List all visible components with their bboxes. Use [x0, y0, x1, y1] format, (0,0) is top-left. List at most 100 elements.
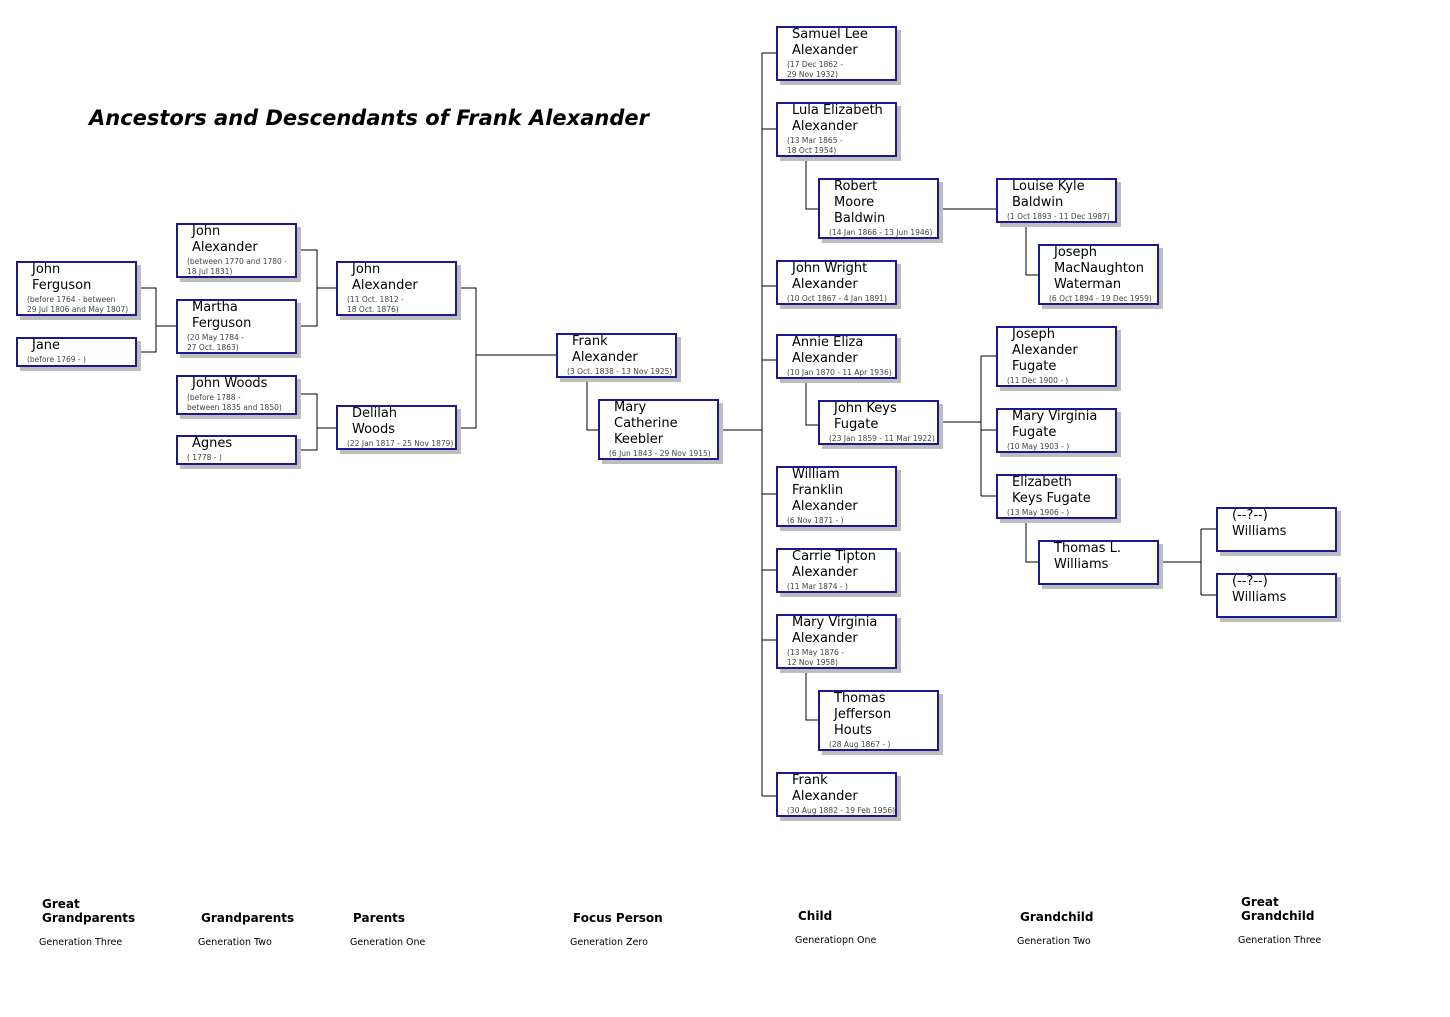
person-dates: (before 1788 - between 1835 and 1850) — [187, 393, 282, 412]
person-dates: (13 May 1876 - 12 Nov 1958) — [787, 648, 844, 667]
person-box-louise-kyle-baldwin[interactable]: Louise Kyle Baldwin (1 Oct 1893 - 11 Dec… — [996, 178, 1117, 223]
generation-label-great-grandparents: Great Grandparents — [42, 897, 136, 925]
person-box-john-alexander-parent[interactable]: John Alexander (11 Oct. 1812 - 18 Oct. 1… — [336, 261, 457, 316]
person-dates: (13 May 1906 - ) — [1007, 508, 1070, 517]
person-box-john-wright-alexander[interactable]: John Wright Alexander (10 Oct 1867 - 4 J… — [776, 260, 897, 305]
person-dates: (22 Jan 1817 - 25 Nov 1879) — [347, 439, 454, 448]
person-box-jane[interactable]: Jane (before 1769 - ) — [16, 337, 137, 367]
person-name: Joseph MacNaughton Waterman — [1054, 245, 1145, 292]
person-name: Agnes — [192, 436, 233, 451]
person-box-williams-2[interactable]: (--?--) Williams — [1216, 573, 1337, 618]
person-name: Robert Moore Baldwin — [834, 179, 886, 226]
generation-label-child: Child — [798, 909, 833, 923]
person-box-john-ferguson[interactable]: John Ferguson (before 1764 - between 29 … — [16, 261, 137, 316]
person-name: Frank Alexander — [572, 334, 638, 365]
person-name: (--?--) Williams — [1232, 508, 1287, 539]
person-box-william-franklin-alexander[interactable]: William Franklin Alexander (6 Nov 1871 -… — [776, 466, 897, 527]
person-box-joseph-alexander-fugate[interactable]: Joseph Alexander Fugate (11 Dec 1900 - ) — [996, 326, 1117, 387]
person-box-robert-moore-baldwin[interactable]: Robert Moore Baldwin (14 Jan 1866 - 13 J… — [818, 178, 939, 239]
person-dates: (20 May 1784 - 27 Oct. 1863) — [187, 333, 244, 352]
person-dates: (10 Oct 1867 - 4 Jan 1891) — [787, 294, 887, 303]
person-box-samuel-lee-alexander[interactable]: Samuel Lee Alexander (17 Dec 1862 - 29 N… — [776, 26, 897, 81]
person-dates: (10 Jan 1870 - 11 Apr 1936) — [787, 368, 892, 377]
person-dates: (17 Dec 1862 - 29 Nov 1932) — [787, 60, 843, 79]
person-dates: (23 Jan 1859 - 11 Mar 1922) — [829, 434, 935, 443]
person-box-thomas-l-williams[interactable]: Thomas L. Williams — [1038, 540, 1159, 585]
person-dates: (28 Aug 1867 - ) — [829, 740, 891, 749]
person-dates: (between 1770 and 1780 - 18 Jul 1831) — [187, 257, 287, 276]
person-name: (--?--) Williams — [1232, 574, 1287, 605]
generation-label-parents: Parents — [353, 911, 406, 925]
person-box-frank-alexander-child[interactable]: Frank Alexander (30 Aug 1882 - 19 Feb 19… — [776, 772, 897, 817]
generation-sub-great-grandchild: Generation Three — [1238, 935, 1322, 946]
person-dates: (3 Oct. 1838 - 13 Nov 1925) — [567, 367, 673, 376]
person-name: Carrie Tipton Alexander — [792, 549, 876, 580]
person-name: John Wright Alexander — [792, 261, 868, 292]
person-name: William Franklin Alexander — [792, 467, 858, 514]
generation-sub-grandparents: Generation Two — [198, 937, 272, 948]
person-name: Thomas Jefferson Houts — [834, 691, 892, 738]
person-box-thomas-jefferson-houts[interactable]: Thomas Jefferson Houts (28 Aug 1867 - ) — [818, 690, 939, 751]
person-box-elizabeth-keys-fugate[interactable]: Elizabeth Keys Fugate (13 May 1906 - ) — [996, 474, 1117, 519]
person-dates: ( 1778 - ) — [187, 453, 222, 462]
person-box-williams-1[interactable]: (--?--) Williams — [1216, 507, 1337, 552]
person-dates: (11 Dec 1900 - ) — [1007, 376, 1069, 385]
person-box-carrie-tipton-alexander[interactable]: Carrie Tipton Alexander (11 Mar 1874 - ) — [776, 548, 897, 593]
person-box-john-woods[interactable]: John Woods (before 1788 - between 1835 a… — [176, 375, 297, 415]
generation-sub-grandchild: Generation Two — [1017, 936, 1091, 947]
person-name: Thomas L. Williams — [1054, 541, 1122, 572]
person-box-joseph-macnaughton-waterman[interactable]: Joseph MacNaughton Waterman (6 Oct 1894 … — [1038, 244, 1159, 305]
person-box-mary-catherine-keebler[interactable]: Mary Catherine Keebler (6 Jun 1843 - 29 … — [598, 399, 719, 460]
person-box-john-keys-fugate[interactable]: John Keys Fugate (23 Jan 1859 - 11 Mar 1… — [818, 400, 939, 445]
generation-label-grandchild: Grandchild — [1020, 910, 1094, 924]
person-name: John Woods — [192, 376, 268, 391]
person-box-martha-ferguson[interactable]: Martha Ferguson (20 May 1784 - 27 Oct. 1… — [176, 299, 297, 354]
person-name: John Keys Fugate — [834, 401, 897, 432]
generation-sub-child: Generatiopn One — [795, 935, 877, 946]
person-name: John Ferguson — [32, 262, 92, 293]
person-name: Louise Kyle Baldwin — [1012, 179, 1085, 210]
person-name: Mary Catherine Keebler — [614, 400, 678, 447]
person-dates: (1 Oct 1893 - 11 Dec 1987) — [1007, 212, 1110, 221]
generation-sub-great-grandparents: Generation Three — [39, 937, 123, 948]
person-name: Samuel Lee Alexander — [792, 27, 868, 58]
person-box-agnes[interactable]: Agnes ( 1778 - ) — [176, 435, 297, 465]
person-box-frank-alexander-focus[interactable]: Frank Alexander (3 Oct. 1838 - 13 Nov 19… — [556, 333, 677, 378]
person-dates: (30 Aug 1882 - 19 Feb 1956) — [787, 806, 896, 815]
person-name: Annie Eliza Alexander — [792, 335, 864, 366]
person-box-mary-virginia-fugate[interactable]: Mary Virginia Fugate (10 May 1903 - ) — [996, 408, 1117, 453]
person-dates: (10 May 1903 - ) — [1007, 442, 1070, 451]
generation-sub-parents: Generation One — [350, 937, 426, 948]
person-name: Frank Alexander — [792, 773, 858, 804]
person-box-lula-elizabeth-alexander[interactable]: Lula Elizabeth Alexander (13 Mar 1865 - … — [776, 102, 897, 157]
person-name: Lula Elizabeth Alexander — [792, 103, 883, 134]
person-name: Martha Ferguson — [192, 300, 252, 331]
person-dates: (13 Mar 1865 - 18 Oct 1954) — [787, 136, 843, 155]
person-dates: (6 Jun 1843 - 29 Nov 1915) — [609, 449, 711, 458]
person-box-delilah-woods[interactable]: Delilah Woods (22 Jan 1817 - 25 Nov 1879… — [336, 405, 457, 450]
person-box-john-alexander-grandparent[interactable]: John Alexander (between 1770 and 1780 - … — [176, 223, 297, 278]
generation-label-focus: Focus Person — [573, 911, 663, 925]
person-dates: (before 1769 - ) — [27, 355, 86, 364]
person-name: Delilah Woods — [352, 406, 398, 437]
person-name: Joseph Alexander Fugate — [1012, 327, 1078, 374]
generation-sub-focus: Generation Zero — [570, 937, 648, 948]
person-dates: (before 1764 - between 29 Jul 1806 and M… — [27, 295, 129, 314]
person-dates: (6 Nov 1871 - ) — [787, 516, 844, 525]
person-name: Mary Virginia Fugate — [1012, 409, 1098, 440]
person-name: Elizabeth Keys Fugate — [1012, 475, 1091, 506]
person-dates: (11 Oct. 1812 - 18 Oct. 1876) — [347, 295, 404, 314]
person-box-annie-eliza-alexander[interactable]: Annie Eliza Alexander (10 Jan 1870 - 11 … — [776, 334, 897, 379]
person-dates: (6 Oct 1894 - 19 Dec 1959) — [1049, 294, 1152, 303]
person-name: John Alexander — [352, 262, 418, 293]
chart-title: Ancestors and Descendants of Frank Alexa… — [89, 106, 649, 130]
person-box-mary-virginia-alexander[interactable]: Mary Virginia Alexander (13 May 1876 - 1… — [776, 614, 897, 669]
person-name: Mary Virginia Alexander — [792, 615, 878, 646]
person-dates: (14 Jan 1866 - 13 Jun 1946) — [829, 228, 933, 237]
person-name: John Alexander — [192, 224, 258, 255]
person-dates: (11 Mar 1874 - ) — [787, 582, 848, 591]
generation-label-great-grandchild: Great Grandchild — [1241, 895, 1315, 923]
generation-label-grandparents: Grandparents — [201, 911, 295, 925]
person-name: Jane — [32, 338, 61, 353]
